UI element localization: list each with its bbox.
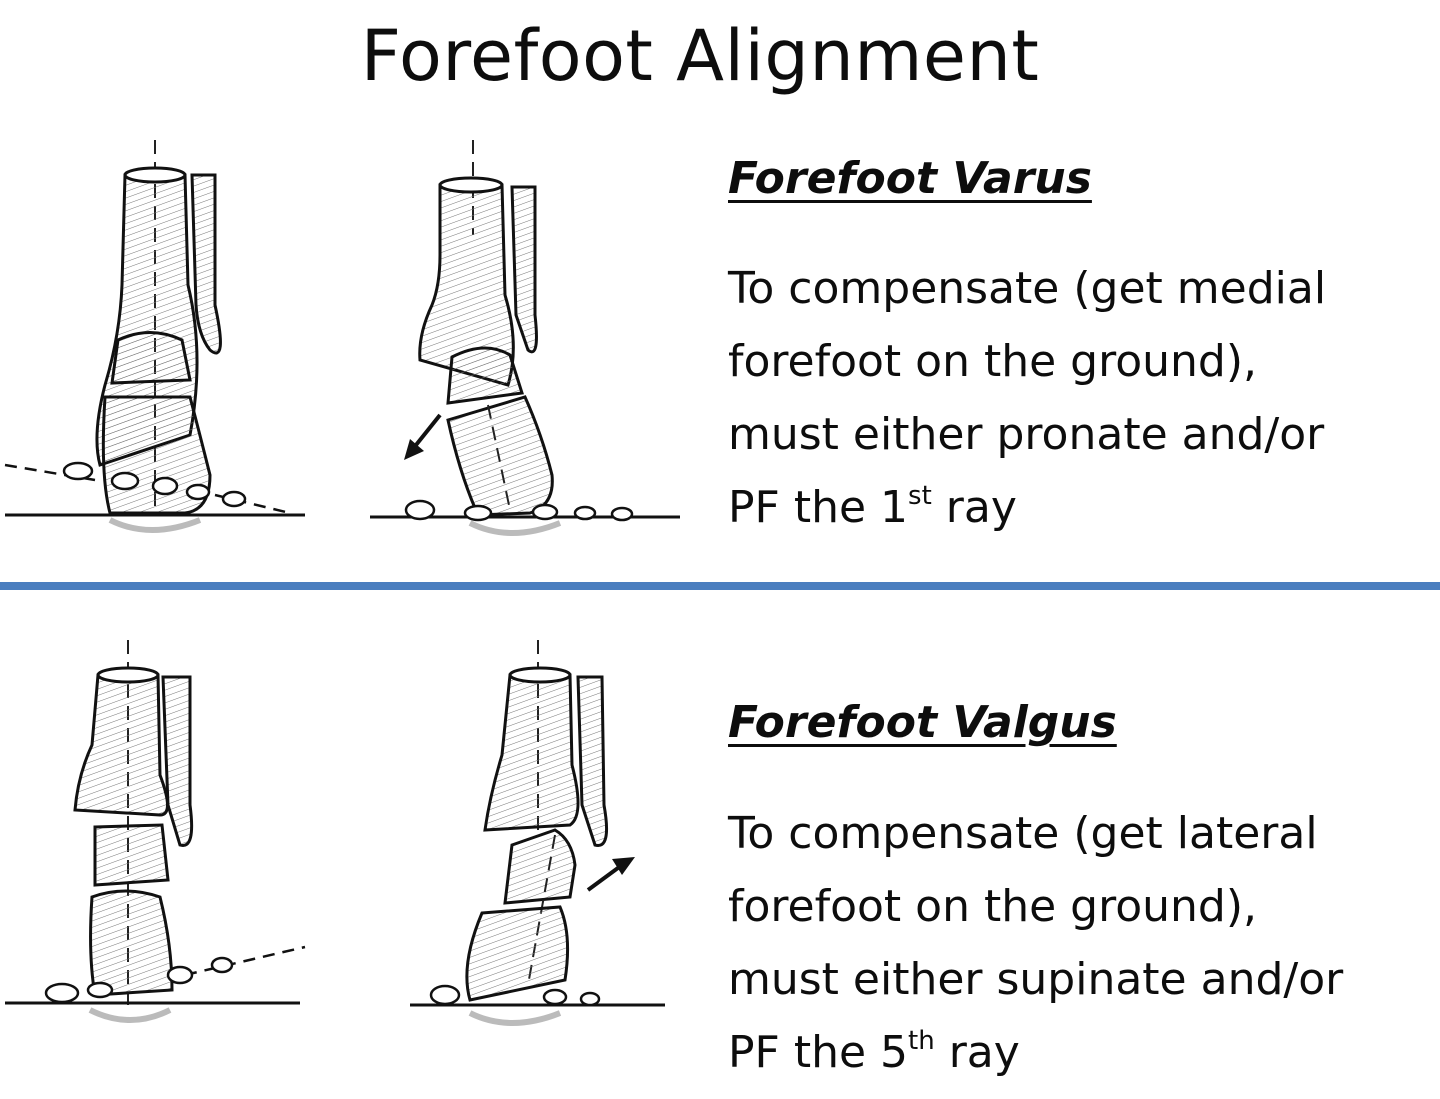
valgus-line-3: must either supinate and/or — [728, 954, 1344, 1005]
calcaneus-bone — [465, 905, 570, 1002]
varus-line-1: To compensate (get medial — [728, 263, 1327, 314]
valgus-description: To compensate (get lateral forefoot on t… — [728, 797, 1428, 1089]
talus-bone — [503, 828, 577, 905]
varus-line-4: PF the 1st ray — [728, 481, 1017, 533]
fibula-bone — [161, 675, 194, 847]
arrow-down-left-icon — [410, 413, 442, 452]
varus-heading: Forefoot Varus — [728, 153, 1092, 204]
talus-bone — [446, 346, 524, 405]
varus-compensated-illustration — [370, 140, 680, 536]
tibia-bone — [95, 173, 199, 467]
talus-bone — [93, 823, 170, 887]
calcaneus-bone — [89, 889, 174, 997]
tibia-bone — [483, 673, 580, 832]
section-divider — [0, 582, 1440, 590]
arrow-up-right-icon — [586, 863, 624, 892]
varus-description: To compensate (get medial forefoot on th… — [728, 252, 1428, 544]
calcaneus-bone — [446, 395, 554, 517]
fibula-bone — [510, 185, 538, 354]
valgus-compensated-illustration — [410, 640, 665, 1026]
fibula-bone — [190, 173, 222, 355]
valgus-heading: Forefoot Valgus — [728, 697, 1117, 748]
valgus-neutral-illustration — [5, 640, 306, 1023]
valgus-line-4: PF the 5th ray — [728, 1026, 1020, 1078]
varus-line-2: forefoot on the ground), — [728, 336, 1257, 387]
tibia-bone — [418, 183, 515, 387]
tibia-bone — [73, 673, 169, 817]
talus-bone — [110, 331, 192, 385]
valgus-line-2: forefoot on the ground), — [728, 881, 1257, 932]
page-title: Forefoot Alignment — [360, 15, 1040, 97]
fibula-bone — [576, 675, 608, 847]
varus-line-3: must either pronate and/or — [728, 409, 1325, 460]
valgus-line-1: To compensate (get lateral — [728, 808, 1318, 859]
varus-neutral-illustration — [4, 140, 305, 533]
